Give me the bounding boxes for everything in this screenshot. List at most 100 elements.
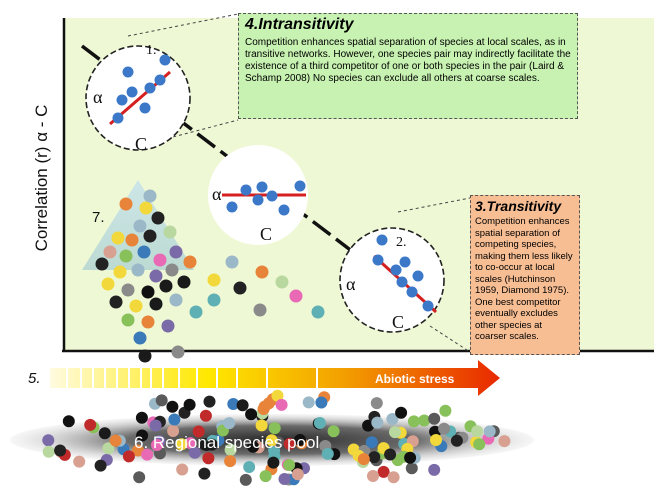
species-dot (111, 231, 125, 245)
transitivity-body: Competition enhances spatial separation … (475, 216, 573, 342)
arrow-stripe-gap (140, 366, 142, 390)
species-dot (255, 419, 268, 432)
data-point (294, 180, 306, 192)
species-dot (161, 319, 175, 333)
species-dot (362, 419, 375, 432)
species-pool-label: 6. Regional species pool (134, 433, 319, 452)
species-dot (302, 396, 315, 409)
species-dot (258, 400, 271, 413)
species-dot (54, 444, 67, 457)
species-dot (113, 265, 127, 279)
species-dot (121, 283, 135, 297)
data-point (159, 54, 171, 66)
species-dot (289, 289, 303, 303)
species-dot (294, 434, 306, 446)
species-dot (245, 408, 258, 421)
circle-2-number: 2. (396, 235, 407, 250)
species-dot (132, 444, 144, 457)
label-7: 7. (92, 209, 105, 226)
species-dot (188, 446, 201, 459)
species-dot (377, 465, 390, 478)
species-dot (227, 398, 240, 410)
data-point (399, 256, 411, 268)
species-dot (224, 455, 237, 468)
species-dot (138, 349, 152, 363)
data-point (422, 300, 434, 312)
species-dot (155, 394, 168, 407)
species-dot (202, 452, 215, 465)
species-dot (275, 398, 288, 411)
species-dot (153, 253, 167, 267)
species-dot (159, 279, 173, 293)
species-dot (430, 434, 442, 446)
species-dot (149, 419, 162, 432)
species-dot (169, 245, 183, 259)
data-point (116, 94, 128, 106)
species-dot (131, 263, 145, 277)
species-dot (166, 400, 179, 413)
arrow-stripe-gap (162, 366, 164, 390)
data-point (256, 181, 268, 193)
arrow-stripe-gap (196, 366, 198, 390)
data-point (252, 194, 264, 206)
species-dot (395, 406, 408, 419)
arrow-stripe-gap (104, 366, 106, 390)
circle-2-c: C (392, 312, 404, 332)
species-dot (143, 229, 157, 243)
species-dot (315, 396, 328, 409)
species-dot (149, 297, 163, 311)
circle-middle: α C (208, 145, 308, 245)
species-dot (143, 189, 157, 203)
species-dot (267, 456, 280, 469)
species-dot (291, 468, 304, 481)
species-dot (163, 225, 177, 239)
species-dot (357, 453, 370, 466)
data-point (412, 270, 424, 282)
species-dot (473, 438, 486, 451)
data-point (406, 286, 418, 298)
circle-1-number: 1. (146, 43, 157, 58)
circle-2-points (372, 234, 434, 312)
species-dot (141, 448, 154, 461)
species-dot (183, 255, 197, 269)
species-dot (168, 413, 181, 426)
intransitivity-title: 4.Intransitivity (245, 16, 354, 33)
species-dot (121, 313, 135, 327)
species-dot (175, 438, 188, 451)
circle-1-points (112, 54, 171, 124)
species-dot (109, 295, 123, 309)
species-dot (243, 461, 256, 473)
arrow-stripe-gap (150, 366, 152, 390)
species-dot (171, 345, 185, 359)
species-dot (149, 269, 163, 283)
species-dots-scatter (95, 189, 325, 363)
species-dot (253, 303, 267, 317)
species-dot (321, 447, 334, 460)
species-dot (141, 285, 155, 299)
species-dot (203, 395, 216, 408)
data-point (144, 82, 156, 94)
species-dot (236, 399, 249, 412)
transitivity-box: 3.Transitivity Competition enhances spat… (470, 195, 580, 355)
data-point (240, 184, 252, 196)
species-dot (265, 434, 278, 447)
species-dot (133, 471, 146, 484)
data-point (126, 86, 138, 98)
data-point (278, 204, 290, 216)
species-pool-dots (42, 389, 511, 486)
species-dot (42, 434, 55, 447)
species-dot (233, 281, 247, 295)
species-dot (370, 397, 383, 410)
species-dot (137, 245, 151, 259)
species-dot (223, 417, 236, 430)
circle-1: 1. α C (85, 43, 191, 154)
species-dot (119, 249, 133, 263)
y-axis-label: Correlation (r) α - C (32, 105, 51, 252)
species-dot (365, 436, 378, 449)
species-dot (176, 463, 189, 476)
species-dot (133, 331, 147, 345)
arrow-stripe-gap (316, 366, 318, 390)
arrow-stripe-gap (216, 366, 218, 390)
abiotic-stress-arrow: Abiotic stress (50, 360, 500, 396)
circle-1-alpha: α (93, 87, 103, 107)
